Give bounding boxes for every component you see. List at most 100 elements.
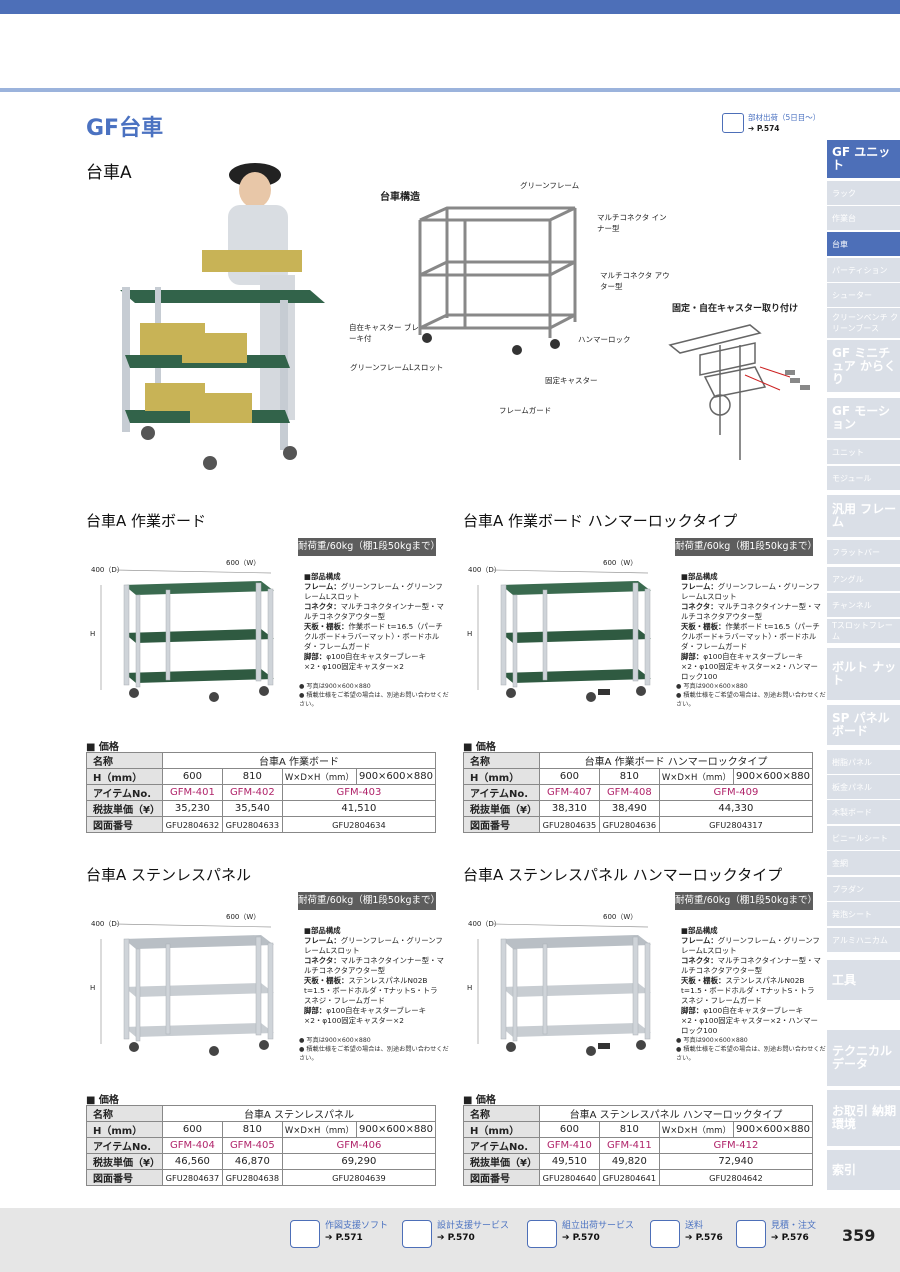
sidebar-item[interactable]: 台車 (827, 232, 900, 256)
cell: 台車A ステンレスパネル (161, 1105, 437, 1122)
sidebar-item[interactable]: GF ユニット (827, 140, 900, 178)
item-code: GFM-404 (161, 1137, 223, 1154)
item-code: GFM-407 (538, 784, 600, 801)
spec-row: ■部品構成 (681, 926, 821, 936)
footer-page: ➔ P.576 (685, 1233, 723, 1243)
sidebar-item[interactable]: 樹脂パネル (827, 750, 900, 774)
cell: 名称 (86, 1105, 163, 1122)
cell: GFU2804634 (281, 816, 437, 833)
pencil-icon (402, 1220, 432, 1248)
product-image (477, 569, 651, 702)
cell: 810 (598, 768, 660, 785)
load-badge: 耐荷重/60kg（棚1段50kgまで） (675, 538, 817, 556)
spec-value: マルチコネクタインナー型・マルチコネクタアウター型 (304, 956, 444, 975)
spec-row: フレーム：グリーンフレーム・グリーンフレームLスロット (304, 936, 444, 956)
sidebar-item[interactable]: GF ミニチュア からくり (827, 340, 900, 392)
sidebar-item[interactable]: ビニールシート (827, 826, 900, 850)
sidebar-item[interactable]: アングル (827, 567, 900, 591)
spec-row: 天板・棚板：ステンレスパネルN02B t=1.5・ボードホルダ・TナットS・トラ… (681, 976, 821, 1006)
cell: W×D×H（mm） (281, 768, 357, 785)
footer-link[interactable]: 作図支援ソフト ➔ P.571 (325, 1220, 388, 1244)
sidebar-item[interactable]: SP パネルボード (827, 705, 900, 745)
spec-key: コネクタ： (304, 602, 341, 611)
cell: 図面番号 (86, 1169, 163, 1186)
dim-width: 600（W） (226, 913, 261, 921)
sidebar-item[interactable]: シューター (827, 283, 900, 307)
cell: H（mm） (86, 768, 163, 785)
sidebar-item[interactable]: クリーンベンチ クリーンブース (827, 308, 900, 338)
spec-value: マルチコネクタインナー型・マルチコネクタアウター型 (681, 602, 821, 621)
spec-value: φ100自在キャスターブレーキ×2・φ100固定キャスター×2 (304, 652, 427, 671)
spec-key: ■部品構成 (304, 926, 341, 935)
footer-link[interactable]: 送料 ➔ P.576 (685, 1220, 723, 1244)
sidebar-item[interactable]: 汎用 フレーム (827, 495, 900, 537)
sidebar-item[interactable]: 作業台 (827, 206, 900, 230)
cell: 35,230 (161, 800, 223, 817)
footer-page: ➔ P.570 (562, 1233, 600, 1243)
spec-key: 天板・棚板： (304, 976, 349, 985)
cell: GFU2804635 (538, 816, 600, 833)
label-swivel-caster: 自在キャスター ブレーキ付 (349, 323, 419, 343)
spec-row: フレーム：グリーンフレーム・グリーンフレームLスロット (304, 582, 444, 602)
caster-title: 固定・自在キャスター取り付け (672, 304, 799, 314)
spec-row: コネクタ：マルチコネクタインナー型・マルチコネクタアウター型 (681, 956, 821, 976)
footer-link[interactable]: 設計支援サービス ➔ P.570 (437, 1220, 509, 1244)
cell: 税抜単価（¥） (463, 800, 540, 817)
dim-height: H (467, 630, 473, 638)
product-image (100, 923, 274, 1056)
spec-key: フレーム： (304, 582, 341, 591)
dim-depth: 400（D） (468, 920, 501, 928)
spec-key: フレーム： (681, 936, 718, 945)
sidebar-item[interactable]: Tスロットフレーム (827, 619, 900, 643)
cell: 900×600×880 (732, 1121, 814, 1138)
parts-shipping-link[interactable]: 部材出荷（5日目〜） ➔ P.574 (748, 112, 820, 134)
spec-key: 脚部： (681, 1006, 704, 1015)
truck-icon (650, 1220, 680, 1248)
ref-label: 部材出荷（5日目〜） (748, 113, 821, 122)
cell: GFU2804637 (161, 1169, 223, 1186)
notes: ● 写真は900×600×880 ● 積載仕様をご希望の場合は、別途お問い合わせ… (676, 682, 826, 709)
item-code: GFM-408 (598, 784, 660, 801)
spec-block: ■部品構成フレーム：グリーンフレーム・グリーンフレームLスロットコネクタ：マルチ… (304, 572, 444, 672)
sidebar-item[interactable]: アルミハニカム (827, 928, 900, 952)
cell: 810 (221, 1121, 283, 1138)
sidebar-item[interactable]: 木製ボード (827, 800, 900, 824)
footer-link[interactable]: 組立出荷サービス ➔ P.570 (562, 1220, 634, 1244)
sidebar-item[interactable]: GF モーション (827, 398, 900, 438)
product-title: 台車A ステンレスパネル ハンマーロックタイプ (463, 866, 783, 884)
spec-key: 脚部： (304, 652, 327, 661)
page-title: GF台車 (86, 116, 164, 141)
cell: GFU2804640 (538, 1169, 600, 1186)
spec-key: 脚部： (681, 652, 704, 661)
cell: 600 (538, 1121, 600, 1138)
sidebar-item[interactable]: パーティション (827, 258, 900, 282)
sidebar-item[interactable]: チャンネル (827, 593, 900, 617)
spec-value: 作業ボード t=16.5（パーチクルボード+ラバーマット）・ボードホルダ・フレー… (304, 622, 443, 651)
item-code: GFM-412 (658, 1137, 814, 1154)
sidebar-item[interactable]: 板金パネル (827, 775, 900, 799)
spec-row: 脚部：φ100自在キャスターブレーキ×2・φ100固定キャスター×2・ハンマーロ… (681, 1006, 821, 1036)
footer-link[interactable]: 見積・注文 ➔ P.576 (771, 1220, 816, 1244)
sidebar-item[interactable]: お取引 納期 環境 (827, 1090, 900, 1146)
sidebar-item[interactable]: ボルト ナット (827, 648, 900, 700)
sidebar-item[interactable]: ラック (827, 181, 900, 205)
product-image (100, 569, 274, 702)
sidebar-item[interactable]: 発泡シート (827, 902, 900, 926)
sidebar-item[interactable]: プラダン (827, 877, 900, 901)
sidebar-item[interactable]: モジュール (827, 466, 900, 490)
sidebar-item[interactable]: フラットバー (827, 540, 900, 564)
sidebar-item[interactable]: 索引 (827, 1150, 900, 1190)
cell: 600 (538, 768, 600, 785)
product-image (477, 923, 651, 1056)
dim-height: H (467, 984, 473, 992)
sidebar-item[interactable]: ユニット (827, 440, 900, 464)
sidebar-item[interactable]: 工具 (827, 960, 900, 1000)
spec-key: 脚部： (304, 1006, 327, 1015)
sidebar-item[interactable]: 金網 (827, 851, 900, 875)
sidebar-item[interactable]: テクニカル データ (827, 1030, 900, 1086)
